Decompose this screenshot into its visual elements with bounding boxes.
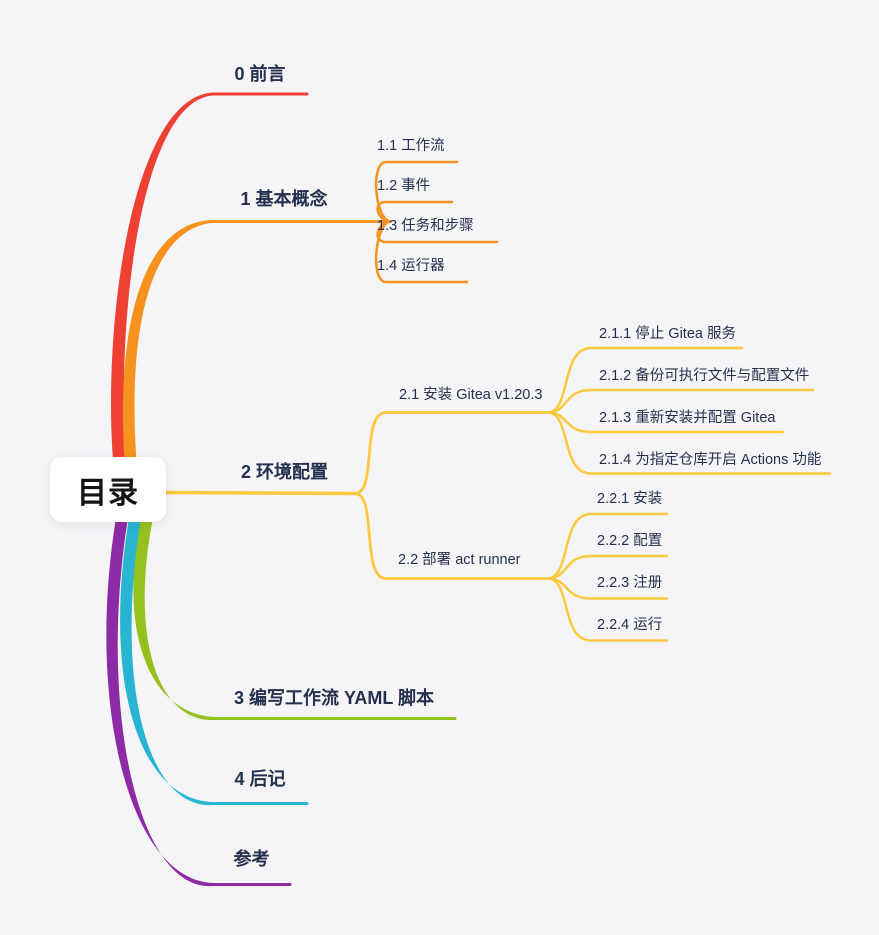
subtopic-2-1-4[interactable]: 2.1.4 为指定仓库开启 Actions 功能 — [599, 452, 822, 468]
topic-0-preface[interactable]: 0 前言 — [234, 64, 286, 84]
root-node-label: 目录 — [77, 476, 139, 510]
topic-1-concepts[interactable]: 1 基本概念 — [240, 189, 328, 209]
subtopic-2-1-3[interactable]: 2.1.3 重新安装并配置 Gitea — [599, 410, 776, 426]
subtopic-2-1-2[interactable]: 2.1.2 备份可执行文件与配置文件 — [599, 368, 810, 384]
subtopic-2-1-1[interactable]: 2.1.1 停止 Gitea 服务 — [599, 326, 736, 342]
branch-curve-postscript — [120, 518, 213, 806]
connector-2-1 — [354, 411, 551, 495]
subtopic-2-2[interactable]: 2.2 部署 act runner — [398, 552, 521, 568]
subtopic-2-2-3[interactable]: 2.2.3 注册 — [597, 575, 663, 591]
connector-2-1-1 — [547, 346, 744, 414]
branch-curve-yaml — [133, 518, 215, 721]
connector-2-2-2 — [547, 554, 669, 580]
connector-1-1 — [374, 160, 459, 223]
topic-2-environment[interactable]: 2 环境配置 — [240, 462, 328, 482]
connector-1-2 — [376, 200, 454, 223]
branch-curve-preface — [110, 92, 213, 490]
subtopic-2-2-2[interactable]: 2.2.2 配置 — [597, 533, 663, 549]
subtopic-1-2[interactable]: 1.2 事件 — [377, 178, 431, 194]
branch-curve-concepts — [122, 220, 211, 490]
root-node[interactable]: 目录 — [50, 457, 166, 522]
connector-2-2-4 — [547, 577, 669, 642]
connector-2-1-2 — [547, 388, 815, 414]
subtopic-1-3[interactable]: 1.3 任务和步骤 — [377, 218, 474, 234]
topic-5-references[interactable]: 参考 — [233, 849, 270, 869]
subtopic-1-1[interactable]: 1.1 工作流 — [377, 138, 445, 154]
subtopic-2-2-1[interactable]: 2.2.1 安装 — [597, 491, 663, 507]
connector-2-2 — [354, 492, 551, 580]
topic-3-yaml[interactable]: 3 编写工作流 YAML 脚本 — [233, 688, 435, 708]
connector-2-1-4 — [547, 411, 832, 475]
connector-2-2-1 — [547, 512, 669, 580]
branch-curve-references — [106, 518, 213, 887]
subtopic-2-1[interactable]: 2.1 安装 Gitea v1.20.3 — [399, 387, 543, 403]
underline-topic-2 — [164, 490, 358, 496]
topic-4-postscript[interactable]: 4 后记 — [234, 769, 286, 789]
subtopic-2-2-4[interactable]: 2.2.4 运行 — [597, 617, 663, 633]
connector-1-4 — [374, 220, 469, 284]
subtopic-1-4[interactable]: 1.4 运行器 — [377, 258, 445, 274]
